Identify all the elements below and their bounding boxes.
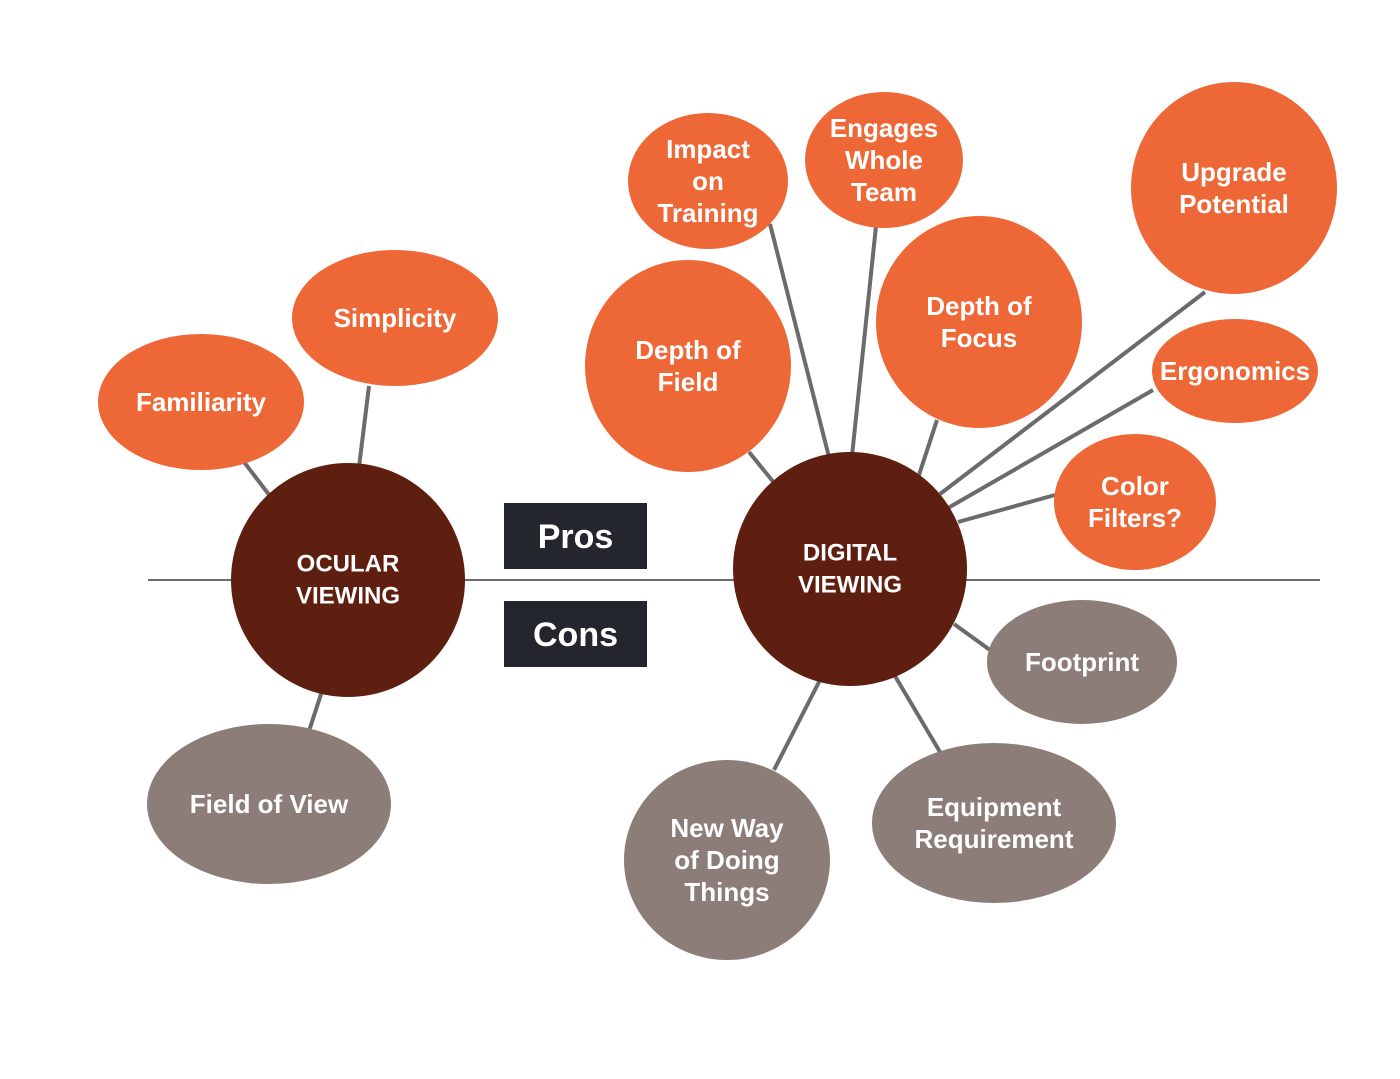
pros-label: Pros — [504, 503, 647, 569]
pros-label-box — [504, 503, 647, 569]
con-node-footprint-connector — [952, 622, 992, 652]
pro-node-engages-whole-team-line-1: Engages — [830, 113, 938, 143]
pro-node-engages-whole-team-bubble — [805, 92, 963, 228]
pro-node-depth-of-field-line-2: Field — [658, 367, 719, 397]
center-node-ocular-viewing-line-2: VIEWING — [296, 583, 400, 610]
pro-node-impact-on-training-line-1: Impact — [666, 134, 750, 164]
con-node-footprint-line-1: Footprint — [1025, 647, 1139, 677]
pro-node-depth-of-field-connector — [747, 450, 777, 486]
con-node-new-way-of-doing-things-line-1: New Way — [670, 813, 784, 843]
con-node-field-of-view-line-1: Field of View — [190, 789, 349, 819]
pro-node-depth-of-focus-bubble — [876, 216, 1082, 428]
con-node-footprint: Footprint — [987, 600, 1177, 724]
cons-label: Cons — [504, 601, 647, 667]
pro-node-engages-whole-team-connector — [850, 225, 878, 457]
con-node-field-of-view: Field of View — [147, 724, 391, 884]
pro-node-upgrade-potential-connector — [938, 290, 1207, 496]
pro-node-depth-of-field-line-1: Depth of — [635, 335, 741, 365]
pro-node-upgrade-potential-line-2: Potential — [1179, 189, 1289, 219]
pro-node-ergonomics-line-1: Ergonomics — [1160, 356, 1310, 386]
center-node-digital-viewing-circle — [733, 452, 967, 686]
pro-node-simplicity: Simplicity — [292, 250, 498, 386]
pro-node-color-filters-line-1: Color — [1101, 471, 1169, 501]
pro-node-depth-of-focus-connector — [916, 419, 939, 479]
pro-node-color-filters-line-2: Filters? — [1088, 503, 1182, 533]
center-node-ocular-viewing-circle — [231, 463, 465, 697]
con-node-footprint-bubble — [987, 600, 1177, 724]
con-node-new-way-of-doing-things-line-2: of Doing — [674, 845, 779, 875]
pro-node-simplicity-bubble — [292, 250, 498, 386]
connector-lines — [242, 223, 1207, 771]
pro-node-simplicity-line-1: Simplicity — [334, 303, 457, 333]
pro-node-impact-on-training-line-2: on — [692, 166, 724, 196]
pros-label-text: Pros — [538, 518, 614, 556]
con-node-field-of-view-bubble — [147, 724, 391, 884]
con-node-new-way-of-doing-things-connector — [772, 679, 822, 771]
center-node-ocular-viewing: OCULAR VIEWING — [231, 463, 465, 697]
pro-node-upgrade-potential-bubble — [1131, 82, 1337, 294]
center-node-digital-viewing-line-1: DIGITAL — [803, 540, 897, 567]
con-node-new-way-of-doing-things-line-3: Things — [684, 877, 769, 907]
cons-label-text: Cons — [533, 616, 618, 654]
pro-node-engages-whole-team-line-2: Whole — [845, 145, 923, 175]
pro-node-familiarity-bubble — [98, 334, 304, 470]
pro-node-color-filters-connector — [957, 493, 1056, 524]
pro-node-depth-of-field-bubble — [585, 260, 791, 472]
pro-node-familiarity-line-1: Familiarity — [136, 387, 267, 417]
pro-node-familiarity-connector — [242, 460, 272, 498]
center-node-digital-viewing-line-2: VIEWING — [798, 572, 902, 599]
pro-node-simplicity-connector — [357, 385, 371, 468]
center-node-ocular-viewing-line-1: OCULAR — [297, 551, 400, 578]
pro-node-upgrade-potential-line-1: Upgrade — [1181, 157, 1286, 187]
pro-node-impact-on-training-bubble — [628, 113, 788, 249]
con-node-equipment-requirement-line-1: Equipment — [927, 792, 1062, 822]
pro-node-impact-on-training-connector — [768, 223, 832, 462]
pro-node-color-filters-bubble — [1054, 434, 1216, 570]
pro-node-ergonomics-connector — [947, 388, 1154, 510]
con-node-new-way-of-doing-things-bubble — [624, 760, 830, 960]
cons-label-box — [504, 601, 647, 667]
pro-node-ergonomics-bubble — [1152, 319, 1318, 423]
pro-node-engages-whole-team-line-3: Team — [851, 177, 917, 207]
pro-node-ergonomics: Ergonomics — [1152, 319, 1318, 423]
pro-node-impact-on-training-line-3: Training — [657, 198, 758, 228]
center-node-digital-viewing: DIGITAL VIEWING — [733, 452, 967, 686]
con-node-equipment-requirement-bubble — [872, 743, 1116, 903]
con-node-equipment-requirement-connector — [893, 674, 942, 754]
con-node-equipment-requirement-line-2: Requirement — [915, 824, 1074, 854]
pro-node-familiarity: Familiarity — [98, 334, 304, 470]
pro-node-depth-of-focus-line-1: Depth of — [926, 291, 1032, 321]
con-node-field-of-view-connector — [307, 687, 325, 732]
pro-node-depth-of-focus-line-2: Focus — [941, 323, 1018, 353]
